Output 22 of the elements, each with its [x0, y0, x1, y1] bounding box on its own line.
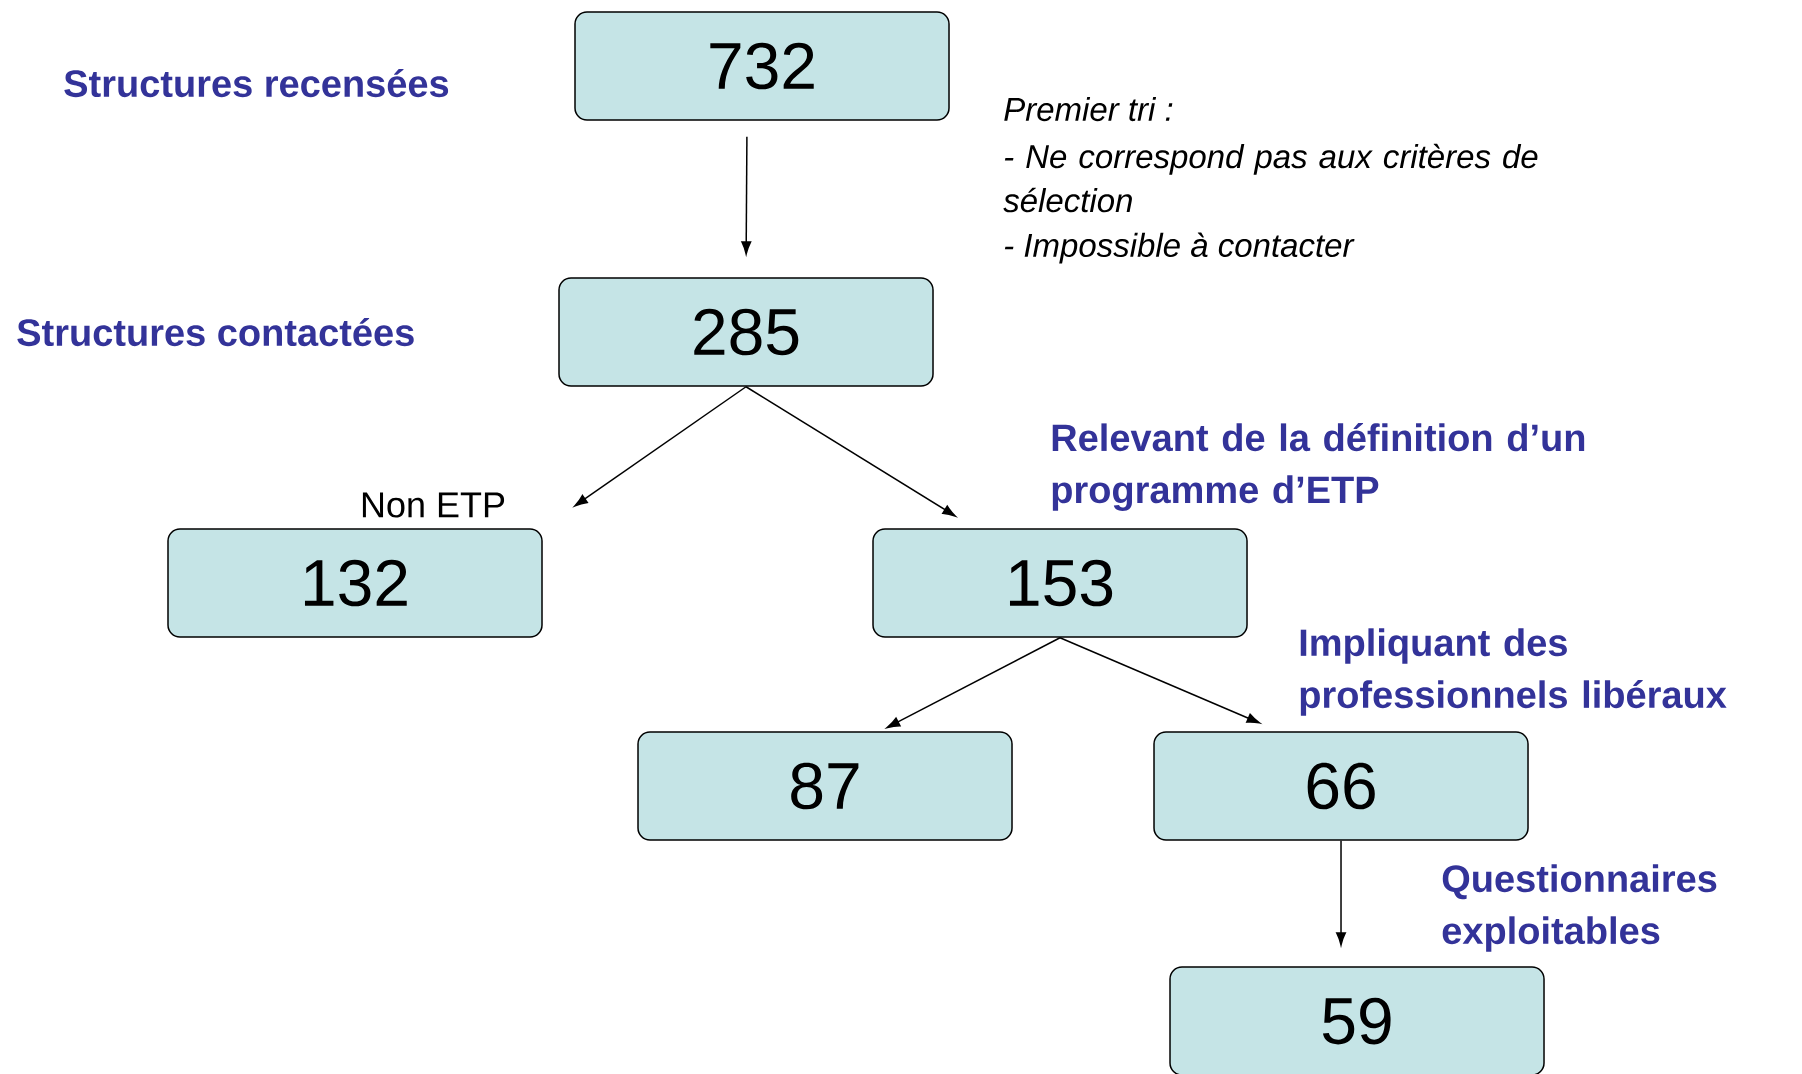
number-box: 285: [558, 277, 934, 387]
arrow: [1059, 637, 1261, 724]
number-box: 132: [167, 528, 543, 638]
stage-label: Structures recensées: [64, 68, 449, 98]
number-box: 153: [872, 528, 1248, 638]
arrow: [574, 386, 747, 507]
number-box: 87: [637, 731, 1013, 841]
number-box: 66: [1153, 731, 1529, 841]
number-box: 732: [574, 11, 950, 121]
branch-label: Non ETP: [362, 492, 505, 518]
stage-label: Impliquant des professionnels libéraux: [1300, 628, 1727, 716]
stage-label: Relevant de la définition d’un programme d’ETP: [1052, 423, 1585, 511]
arrow: [1336, 840, 1346, 946]
arrow: [886, 637, 1061, 729]
stage-label: Questionnaires exploitables: [1442, 864, 1717, 952]
stage-label: Structures contactées: [17, 317, 414, 347]
number-box: 59: [1169, 966, 1545, 1074]
note-text: Premier tri :: [1004, 96, 1173, 122]
note-text: - Ne correspond pas aux critères de sélection: [1003, 143, 1538, 213]
arrow: [745, 386, 956, 517]
arrow: [741, 136, 752, 255]
note-text: - Impossible à contacter: [1004, 232, 1355, 264]
